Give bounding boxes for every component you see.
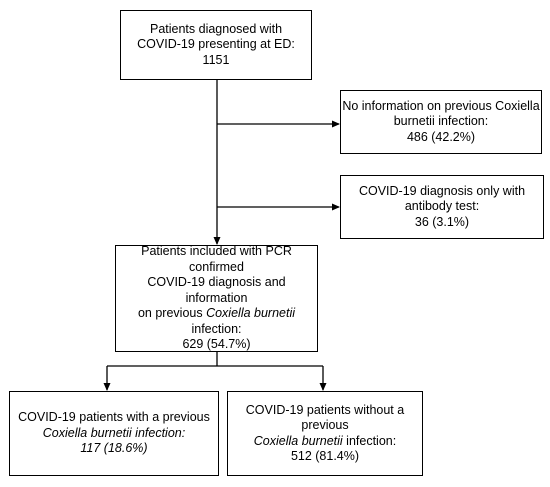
included-line-1: Patients included with PCR confirmed <box>141 244 292 274</box>
total-patients-box: Patients diagnosed with COVID-19 present… <box>120 10 312 80</box>
included-line-3-text: on previous <box>137 306 207 321</box>
excl2-count: 36 (3.1%) <box>414 214 470 229</box>
left-line-1: COVID-19 patients with a previous <box>18 410 210 425</box>
excl2-line-1: COVID-19 diagnosis only with <box>358 183 526 198</box>
right-line-2: Coxiella burnetii infection: <box>254 434 396 450</box>
no-info-exclusion-box: No information on previous Coxiella burn… <box>340 90 542 154</box>
antibody-exclusion-box: COVID-19 diagnosis only with antibody te… <box>340 175 544 239</box>
right-organism: Coxiella burnetii <box>253 433 343 448</box>
left-count: 117 (18.6%) <box>80 441 148 456</box>
included-line-4: infection: <box>191 321 242 336</box>
included-line-3: on previous Coxiella burnetii <box>138 306 295 322</box>
excl1-count: 486 (42.2%) <box>406 129 476 144</box>
excl1-line-1: No information on previous Coxiella <box>342 98 540 113</box>
right-line-1: COVID-19 patients without a previous <box>245 402 405 433</box>
left-line-2: Coxiella burnetii infection: <box>43 426 185 442</box>
no-previous-infection-box: COVID-19 patients without a previous Cox… <box>227 391 423 476</box>
previous-infection-box: COVID-19 patients with a previous Coxiel… <box>9 391 219 476</box>
excl2-line-2: antibody test: <box>404 199 480 214</box>
total-line-1: Patients diagnosed with <box>149 21 283 36</box>
right-line-2-text: infection: <box>342 433 397 448</box>
right-count: 512 (81.4%) <box>290 449 360 463</box>
total-count: 1151 <box>202 52 230 67</box>
included-organism: Coxiella burnetii <box>206 306 296 321</box>
left-organism: Coxiella burnetii <box>42 425 132 440</box>
included-line-2: COVID-19 diagnosis and information <box>147 275 286 305</box>
left-line-2-text: infection: <box>131 425 186 440</box>
excl1-line-2: burnetii infection: <box>393 114 489 129</box>
included-patients-box: Patients included with PCR confirmed COV… <box>115 244 318 352</box>
included-count: 629 (54.7%) <box>182 337 251 352</box>
total-line-2: COVID-19 presenting at ED: <box>137 37 295 52</box>
